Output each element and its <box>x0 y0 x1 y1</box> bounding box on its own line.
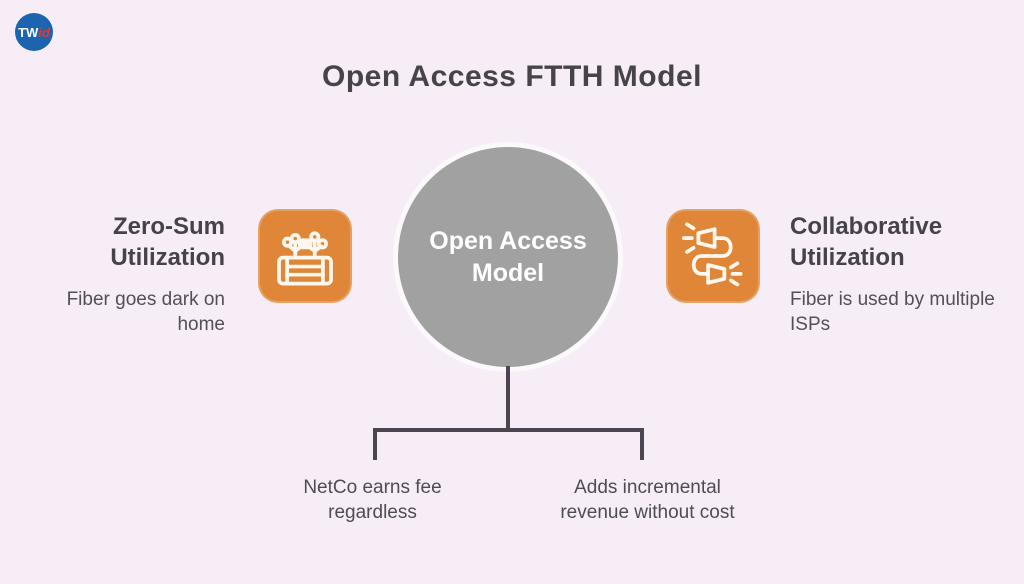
connector-right-drop-line <box>640 428 644 460</box>
central-node: Open Access Model <box>398 147 618 367</box>
collaborative-heading: Collaborative Utilization <box>790 213 943 271</box>
branch-label-revenue: Adds incremental revenue without cost <box>560 477 735 524</box>
brand-logo-text-white: TW <box>18 24 39 40</box>
collaborative-section: Collaborative Utilization Fiber is used … <box>790 212 1015 337</box>
connector-left-drop-line <box>373 428 377 460</box>
collaborative-description: Fiber is used by multiple ISPs <box>790 289 995 335</box>
collaborative-icon-tile <box>666 209 760 303</box>
central-node-label: Open Access Model <box>429 226 587 288</box>
zero-sum-section: Zero-Sum Utilization Fiber goes dark on … <box>35 212 225 337</box>
connector-stem-line <box>506 366 510 430</box>
zero-sum-heading: Zero-Sum Utilization <box>110 213 225 271</box>
fiber-distribution-box-icon <box>277 231 333 286</box>
zero-sum-description: Fiber goes dark on home <box>66 289 225 335</box>
page-title: Open Access FTTH Model <box>322 60 702 93</box>
zero-sum-icon-tile <box>258 209 352 303</box>
brand-logo-text-red: id <box>38 24 50 40</box>
fiber-connectors-icon <box>681 222 743 287</box>
connector-horizontal-line <box>373 428 644 432</box>
branch-label-netco: NetCo earns fee regardless <box>303 477 442 524</box>
